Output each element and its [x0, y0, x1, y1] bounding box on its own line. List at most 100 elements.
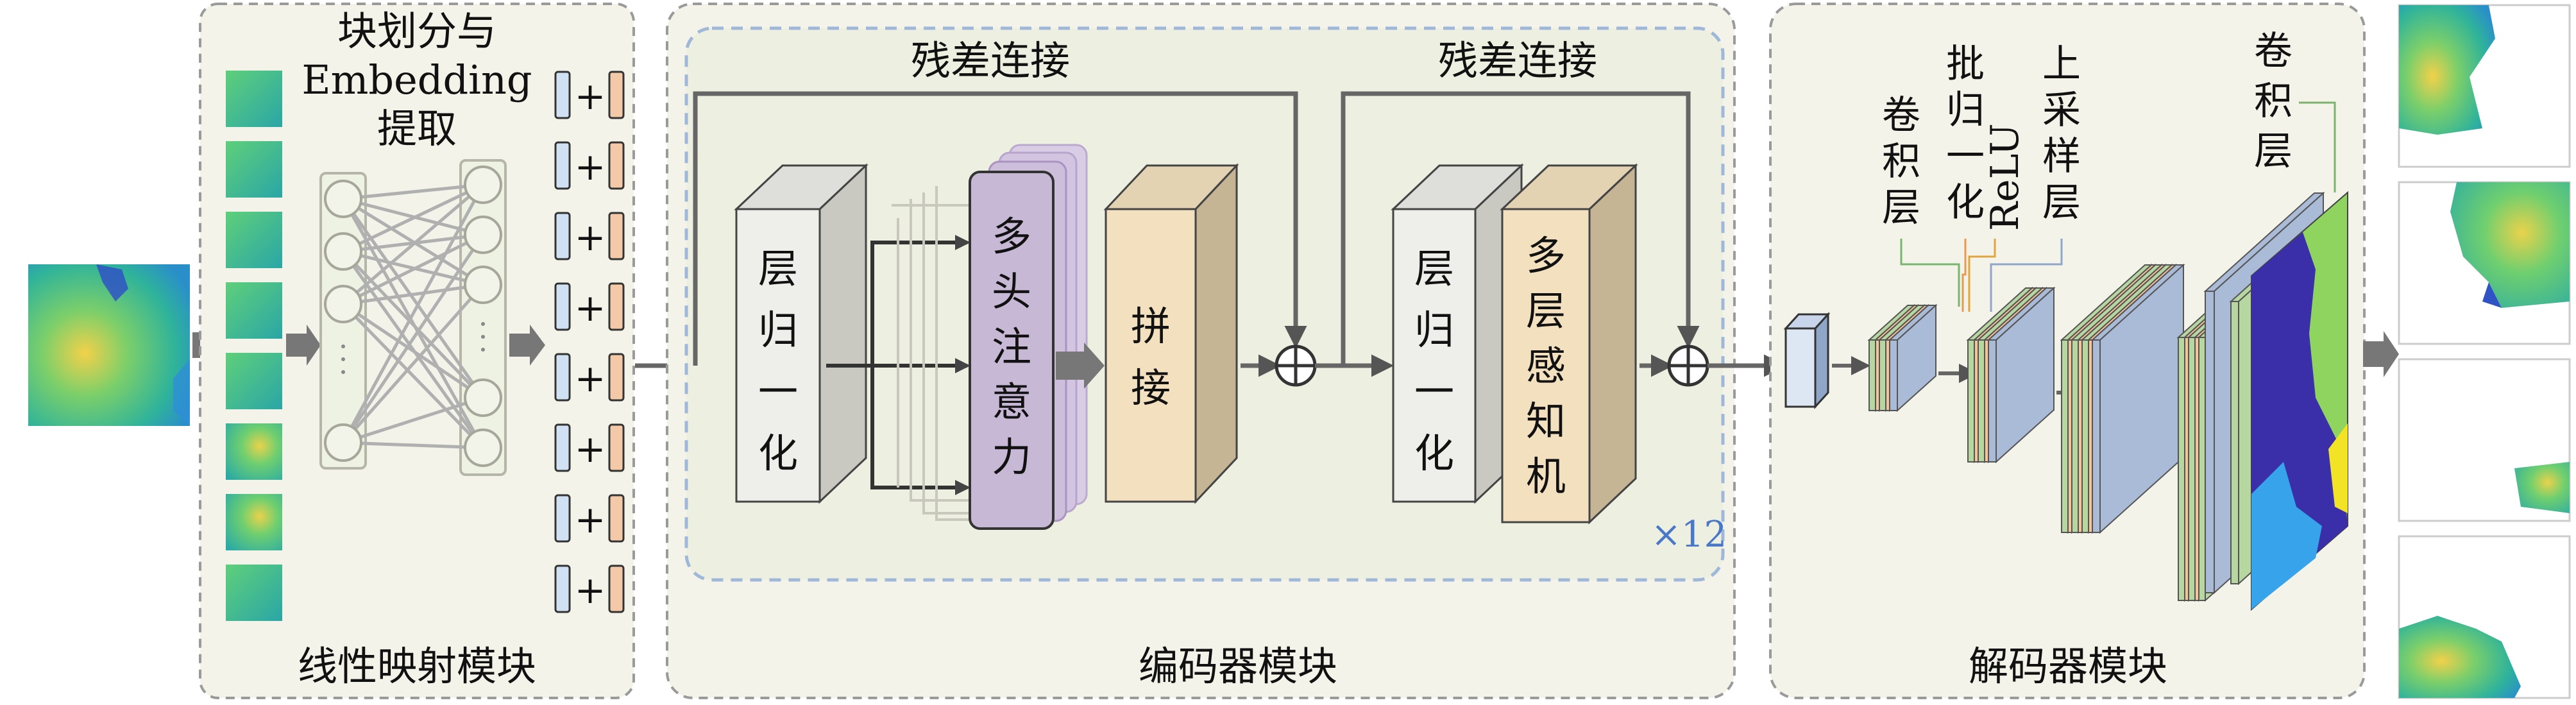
vertical-label-char: 归 [1946, 88, 1985, 133]
linear-module-name: 线性映射模块 [298, 643, 536, 690]
fc-node [324, 180, 362, 218]
vertical-label-char: 多 [992, 213, 1031, 260]
vertical-label-char: 积 [1882, 139, 1920, 184]
output-tile-1 [2398, 4, 2571, 168]
fc-edge [341, 234, 485, 444]
repeat-count: ×12 [1651, 514, 1727, 556]
fc-edge [341, 198, 485, 399]
decoder-conv-layer [2198, 337, 2206, 601]
vertical-label-char: 化 [758, 430, 798, 477]
encoder-module-name: 编码器模块 [1139, 643, 1337, 690]
output-tile-3 [2398, 358, 2571, 522]
concat-block: 拼接 [1103, 163, 1239, 504]
token-plus: + [575, 286, 606, 330]
embedding-tokens: ++++++++ [554, 71, 625, 613]
vertical-label-char: 层 [2042, 180, 2081, 225]
token-embedding [554, 565, 571, 613]
position-embedding [608, 494, 625, 543]
decoder-conv-label: 卷积层 [1882, 93, 1920, 230]
fc-node [324, 285, 362, 323]
vertical-label-char: 采 [2042, 88, 2081, 133]
vertical-label-char: 一 [1414, 368, 1454, 415]
fc-node [464, 216, 502, 254]
output-tile-4 [2398, 535, 2571, 699]
fc-edge [342, 303, 484, 449]
add-node-1 [1275, 344, 1317, 387]
vertical-label-char: 知 [1526, 398, 1566, 445]
arrow-fc-to-embeddings [509, 325, 545, 366]
vertical-label-char: 层 [758, 245, 798, 292]
linear-title-line2: Embedding [301, 56, 532, 103]
decoder-conv-layer [2230, 301, 2239, 584]
decoder-conv-layer [1879, 339, 1886, 411]
fc-edge [343, 441, 484, 450]
vertical-label-char: 一 [1946, 134, 1985, 179]
vertical-label-char: 层 [1414, 245, 1454, 292]
token-embedding [554, 71, 571, 119]
residual-connection-2 [1341, 91, 1700, 366]
output-predictions [2398, 4, 2571, 699]
token-embedding [554, 141, 571, 190]
decoder-upsample-layer [2092, 339, 2101, 533]
position-embedding [608, 141, 625, 190]
vertical-label-char: 多 [1526, 232, 1566, 279]
patch-tile [226, 212, 282, 268]
decoder-conv-layer [2178, 337, 2185, 601]
token-embedding [554, 353, 571, 402]
vertical-label-char: 样 [2042, 134, 2081, 179]
position-embedding [608, 565, 625, 613]
vertical-label-char: 层 [1882, 185, 1920, 230]
fc-node [464, 266, 502, 304]
patch-tiles [226, 71, 282, 621]
linear-mapping-panel: 块划分与 Embedding 提取 线性映射模块 ++++++++ [199, 3, 635, 699]
position-embedding [608, 282, 625, 331]
decoder-module-name: 解码器模块 [1969, 643, 2167, 690]
fc-edge [343, 396, 484, 445]
vertical-label-char: 接 [1131, 364, 1171, 411]
decoder-conv-layer [1868, 339, 1876, 411]
token-embedding [554, 494, 571, 543]
fc-nodes [324, 166, 502, 467]
linear-title-line1: 块划分与 [337, 8, 496, 55]
vertical-label-char: 积 [2254, 79, 2292, 124]
fc-edge [343, 183, 484, 201]
label-leader-lines [1900, 101, 2336, 312]
token-plus: + [575, 357, 606, 400]
fc-ellipsis-dot [341, 357, 345, 361]
arrow-tiles-to-fc [286, 325, 321, 366]
fc-node [464, 166, 502, 204]
fully-connected-network [319, 159, 507, 476]
linear-title-line3: 提取 [377, 105, 457, 152]
vertical-label-char: 层 [1526, 287, 1566, 334]
residual-label-1: 残差连接 [911, 37, 1070, 84]
fc-edge [342, 183, 484, 253]
fc-edge [342, 284, 484, 444]
token-embedding [554, 212, 571, 260]
fc-ellipsis-dot [481, 322, 485, 326]
fc-node [464, 429, 502, 467]
output-tile-2 [2398, 181, 2571, 345]
vertical-label-char: 归 [1414, 307, 1454, 353]
segmentation-output [2251, 191, 2348, 611]
patch-tile [226, 353, 282, 409]
token-plus: + [575, 216, 606, 259]
vertical-label-char: 批 [1946, 42, 1985, 87]
vertical-label-char: 机 [1526, 453, 1566, 500]
token-plus: + [575, 568, 606, 612]
decoder-conv-layer [1967, 339, 1975, 463]
vertical-label-char: 注 [992, 323, 1031, 370]
decoder-final-conv-label: 卷积层 [2254, 29, 2292, 174]
decoder-conv-layer [2188, 337, 2196, 601]
residual-label-2: 残差连接 [1438, 37, 1597, 84]
fc-edge [342, 233, 484, 306]
vertical-label-char: 一 [758, 368, 798, 415]
token-plus: + [575, 427, 606, 471]
token-plus: + [575, 145, 606, 189]
